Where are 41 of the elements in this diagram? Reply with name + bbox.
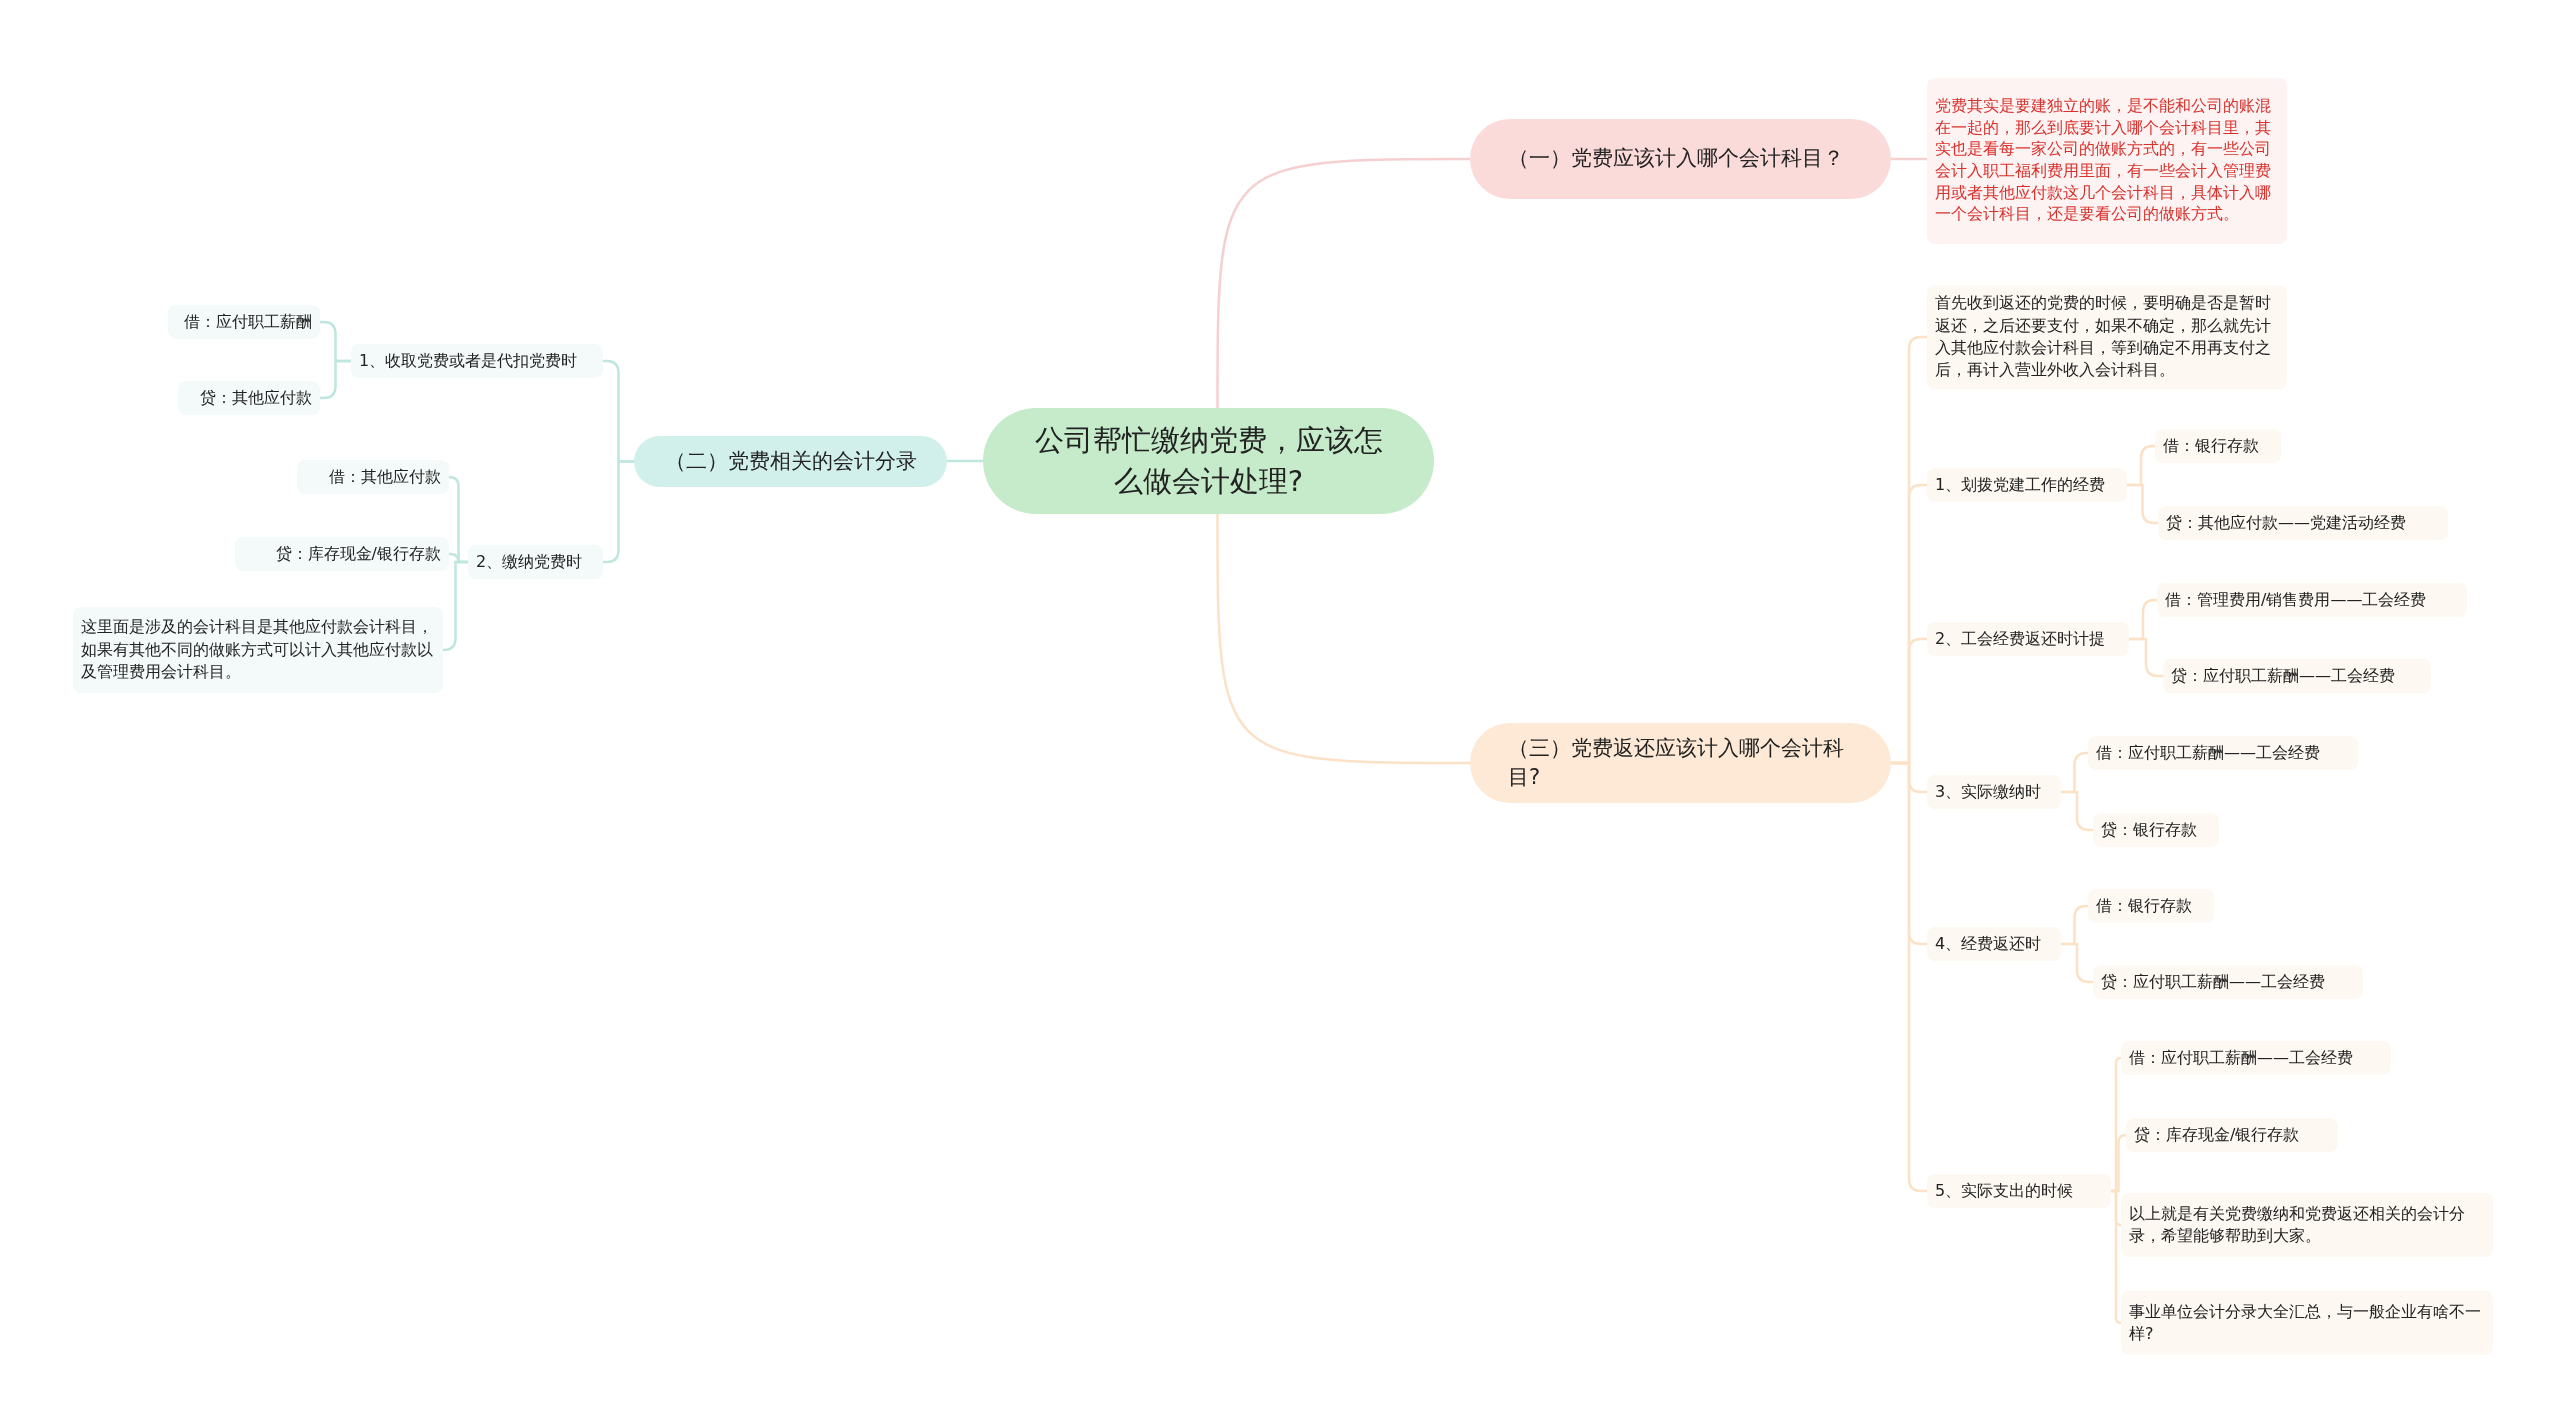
subtopic-box: 4、经费返还时 [1927,927,2061,961]
subtopic-box: 贷：应付职工薪酬——工会经费 [2163,659,2431,693]
connector-line [2111,1189,2123,1325]
subtopic-box: 贷：库存现金/银行存款 [2126,1118,2338,1152]
subtopic-box: 贷：库存现金/银行存款 [235,537,449,571]
subtopic-box: 1、划拨党建工作的经费 [1927,468,2127,502]
subtopic-box: 贷：银行存款 [2093,813,2219,847]
connector-line [442,560,468,652]
connector-line [1216,514,1470,765]
subtopic-box: 借：应付职工薪酬——工会经费 [2121,1041,2391,1075]
connector-line [2129,637,2163,678]
subtopic-box: 贷：其他应付款 [178,381,320,415]
subtopic-box: 2、缴纳党费时 [468,545,603,579]
subtopic-box: 5、实际支出的时候 [1927,1174,2111,1208]
connector-line [320,359,351,400]
connector-line [2061,790,2093,832]
topic-box: （二）党费相关的会计分录 [634,436,947,487]
connector-line [2127,483,2158,525]
subtopic-box: 以上就是有关党费缴纳和党费返还相关的会计分录，希望能够帮助到大家。 [2121,1193,2493,1257]
topic-box: （一）党费应该计入哪个会计科目？ [1470,119,1891,199]
central-topic: 公司帮忙缴纳党费，应该怎么做会计处理? [983,408,1434,514]
topic-box: （三）党费返还应该计入哪个会计科目? [1470,723,1891,803]
subtopic-box: 借：银行存款 [2088,889,2214,923]
subtopic-box: 借：其他应付款 [297,460,449,494]
note-box: 首先收到返还的党费的时候，要明确是否是暂时返还，之后还要支付，如果不确定，那么就先计入其他应付款会计科目，等到确定不用再支付之后，再计入营业外收入会计科目。 [1927,285,2287,389]
note-box: 这里面是涉及的会计科目是其他应付款会计科目，如果有其他不同的做账方式可以计入其他应付款以及管理费用会计科目。 [73,607,443,693]
subtopic-box: 借：应付职工薪酬——工会经费 [2088,736,2358,770]
connector-line [1891,157,1927,161]
connector-line [2061,942,2093,984]
connector-line [1216,157,1470,408]
subtopic-box: 1、收取党费或者是代扣党费时 [351,344,603,378]
connector-line [947,459,983,463]
subtopic-box: 贷：应付职工薪酬——工会经费 [2093,965,2363,999]
subtopic-box: 借：管理费用/销售费用——工会经费 [2157,583,2467,617]
note-box: 党费其实是要建独立的账，是不能和公司的账混在一起的，那么到底要计入哪个会计科目里，其实也是看每一家公司的做账方式的，有一些公司会计入职工福利费用里面，有一些会计入管理费用或者其他应付款这几个会计科目，具体计入哪一个会计科目，还是要看公司的做账方式。 [1927,78,2287,244]
subtopic-box: 贷：其他应付款——党建活动经费 [2158,506,2448,540]
subtopic-box: 借：应付职工薪酬 [168,305,320,339]
subtopic-box: 事业单位会计分录大全汇总，与一般企业有啥不一样? [2121,1291,2493,1355]
subtopic-box: 2、工会经费返还时计提 [1927,622,2129,656]
subtopic-box: 借：银行存款 [2155,429,2281,463]
subtopic-box: 3、实际缴纳时 [1927,775,2061,809]
